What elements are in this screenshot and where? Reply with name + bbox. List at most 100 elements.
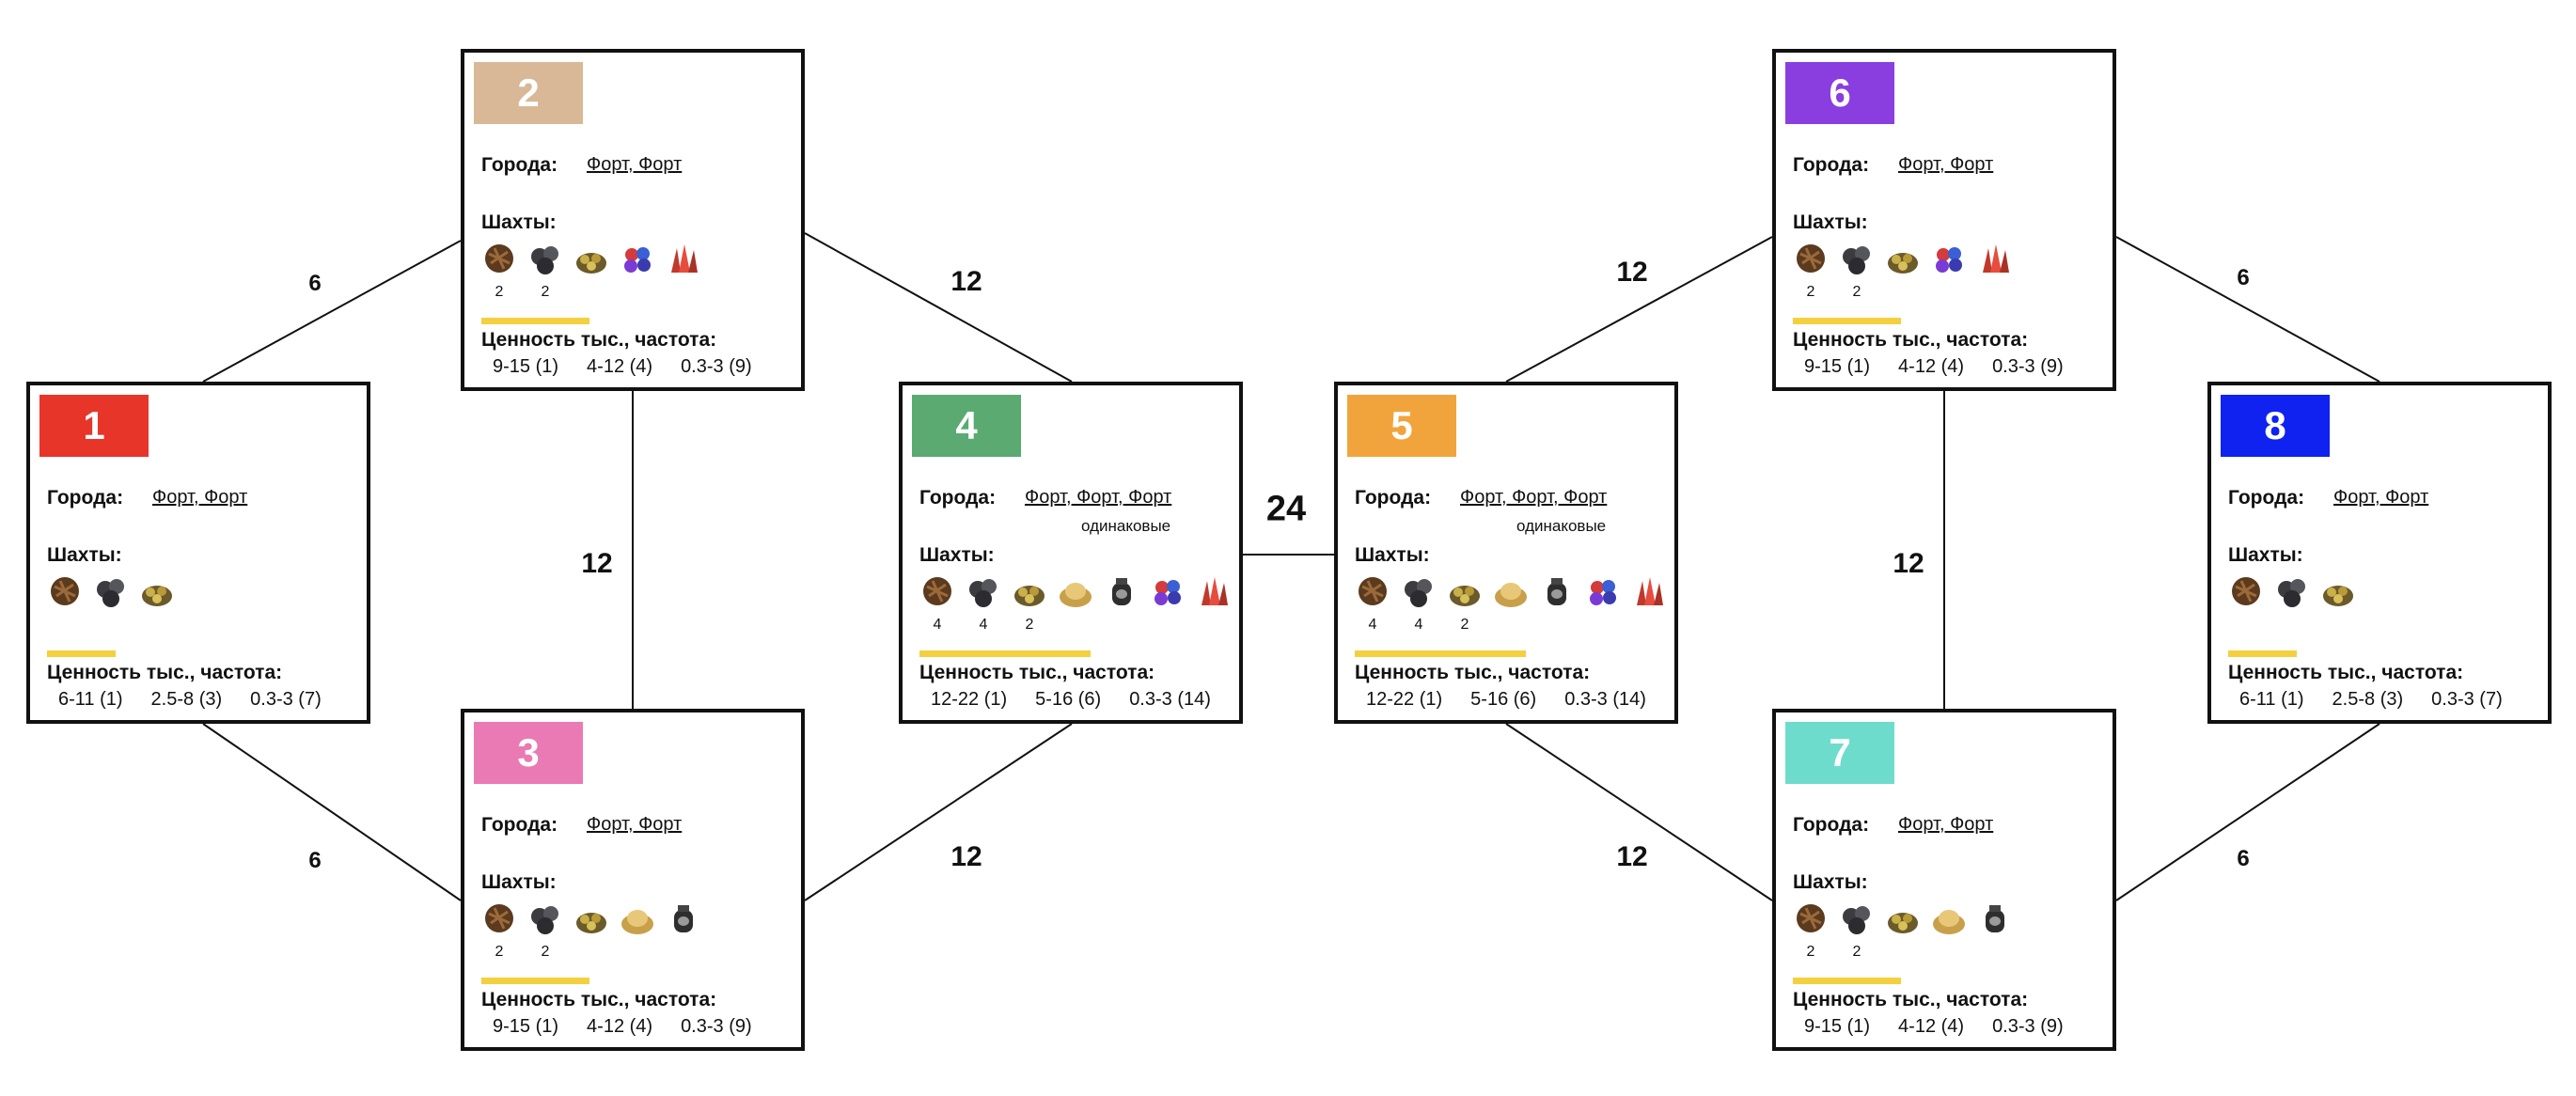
connection-label-7-8: 6 — [2237, 846, 2250, 871]
mine-count: 2 — [1806, 284, 1815, 300]
value-indicator-bar — [1793, 978, 1901, 984]
ore-mine-icon — [527, 241, 563, 276]
cities-value: Форт, Форт — [2333, 487, 2429, 508]
connection-line-5-7 — [1505, 723, 1773, 901]
value-indicator-bar — [919, 650, 1091, 657]
mercury-mine-icon — [1539, 573, 1575, 609]
sulfur-mine-icon — [2320, 573, 2356, 609]
cities-value: Форт, Форт — [152, 487, 248, 508]
wood-mine-icon — [481, 900, 517, 936]
mine-count: 4 — [933, 617, 942, 633]
value-row: 6-11 (1)2.5-8 (3)0.3-3 (7) — [2228, 689, 2531, 711]
cities-label: Города: — [1793, 154, 1870, 176]
cities-value: Форт, Форт, Форт — [1460, 487, 1608, 508]
gold-mine-icon — [1493, 573, 1529, 609]
value-indicator-bar — [1355, 650, 1526, 657]
zone-number-badge: 5 — [1347, 395, 1456, 457]
gold-mine-icon — [1058, 573, 1093, 609]
value-range: 0.3-3 (9) — [1992, 356, 2064, 377]
value-row: 9-15 (1)4-12 (4)0.3-3 (9) — [481, 1016, 784, 1038]
mine-count: 2 — [1806, 944, 1815, 960]
zone-number-badge: 8 — [2221, 395, 2330, 457]
crystal-mine-icon — [1631, 573, 1667, 609]
wood-mine-icon — [1793, 900, 1829, 936]
connection-label-4-5: 24 — [1265, 489, 1307, 529]
value-row: 12-22 (1)5-16 (6)0.3-3 (14) — [1355, 689, 1657, 711]
connection-line-1-3 — [202, 723, 462, 901]
value-label: Ценность тыс., частота: — [1355, 662, 1591, 683]
mine-count: 2 — [1025, 617, 1034, 633]
value-range: 0.3-3 (7) — [2431, 689, 2503, 710]
wood-mine-icon — [919, 573, 955, 609]
sulfur-mine-icon — [1885, 241, 1921, 276]
value-label: Ценность тыс., частота: — [1793, 989, 2029, 1010]
value-range: 5-16 (6) — [1470, 689, 1537, 710]
gold-mine-icon — [1931, 900, 1967, 936]
zone-card-5: 5 Города: Форт, Форт, Форт одинаковые Ша… — [1334, 382, 1678, 724]
ore-mine-icon — [1401, 573, 1437, 609]
value-range: 6-11 (1) — [2239, 689, 2304, 710]
connection-label-2-3: 12 — [581, 548, 613, 579]
mercury-mine-icon — [1977, 900, 2013, 936]
value-range: 4-12 (4) — [587, 1016, 653, 1037]
value-indicator-bar — [481, 978, 589, 984]
value-range: 9-15 (1) — [493, 356, 559, 377]
sulfur-mine-icon — [573, 900, 609, 936]
cities-label: Города: — [1793, 814, 1870, 836]
crystal-mine-icon — [666, 241, 701, 276]
mines-label: Шахты: — [1793, 871, 1868, 893]
value-label: Ценность тыс., частота: — [1793, 329, 2029, 351]
mine-count: 4 — [1368, 617, 1377, 633]
value-range: 0.3-3 (14) — [1564, 689, 1646, 710]
cities-value: Форт, Форт — [1898, 154, 1994, 175]
value-range: 4-12 (4) — [587, 356, 653, 377]
mines-label: Шахты: — [1793, 211, 1868, 233]
sulfur-mine-icon — [139, 573, 175, 609]
wood-mine-icon — [1355, 573, 1390, 609]
zone-card-1: 1 Города: Форт, Форт Шахты: Ценность тыс… — [26, 382, 370, 724]
cities-label: Города: — [2228, 487, 2305, 509]
wood-mine-icon — [481, 241, 517, 276]
connection-label-6-8: 6 — [2237, 265, 2250, 290]
cities-label: Города: — [919, 487, 997, 509]
value-label: Ценность тыс., частота: — [2228, 662, 2464, 683]
value-range: 0.3-3 (9) — [681, 1016, 752, 1037]
wood-mine-icon — [1793, 241, 1829, 276]
value-range: 4-12 (4) — [1898, 1016, 1965, 1037]
zone-number-badge: 1 — [39, 395, 149, 457]
value-range: 0.3-3 (9) — [1992, 1016, 2064, 1037]
mine-count: 4 — [979, 617, 988, 633]
mercury-mine-icon — [666, 900, 701, 936]
ore-mine-icon — [93, 573, 129, 609]
mine-count: 2 — [1852, 944, 1861, 960]
connection-line-1-2 — [202, 240, 462, 383]
value-range: 9-15 (1) — [1804, 356, 1871, 377]
connection-label-5-6: 12 — [1616, 257, 1648, 288]
value-indicator-bar — [2228, 650, 2297, 657]
crystal-mine-icon — [1196, 573, 1232, 609]
value-range: 6-11 (1) — [58, 689, 123, 710]
sulfur-mine-icon — [573, 241, 609, 276]
cities-label: Города: — [481, 814, 558, 836]
mines-label: Шахты: — [481, 871, 557, 893]
value-range: 2.5-8 (3) — [150, 689, 223, 710]
sulfur-mine-icon — [1885, 900, 1921, 936]
value-row: 9-15 (1) 4-12 (4) 0.3-3 (9) — [1793, 356, 2096, 378]
sulfur-mine-icon — [1012, 573, 1047, 609]
mines-label: Шахты: — [919, 544, 995, 566]
value-label: Ценность тыс., частота: — [47, 662, 283, 683]
cities-note: одинаковые — [1516, 517, 1607, 535]
cities-label: Города: — [481, 154, 558, 176]
sulfur-mine-icon — [1447, 573, 1483, 609]
value-range: 0.3-3 (7) — [250, 689, 322, 710]
value-range: 4-12 (4) — [1898, 356, 1965, 377]
mine-count: 2 — [495, 284, 504, 300]
connection-label-3-4: 12 — [950, 841, 982, 872]
wood-mine-icon — [2228, 573, 2264, 609]
value-label: Ценность тыс., частота: — [481, 329, 717, 351]
cities-value: Форт, Форт — [587, 814, 683, 835]
connection-line-6-8 — [2115, 236, 2380, 383]
ore-mine-icon — [1839, 900, 1875, 936]
value-label: Ценность тыс., частота: — [481, 989, 717, 1010]
